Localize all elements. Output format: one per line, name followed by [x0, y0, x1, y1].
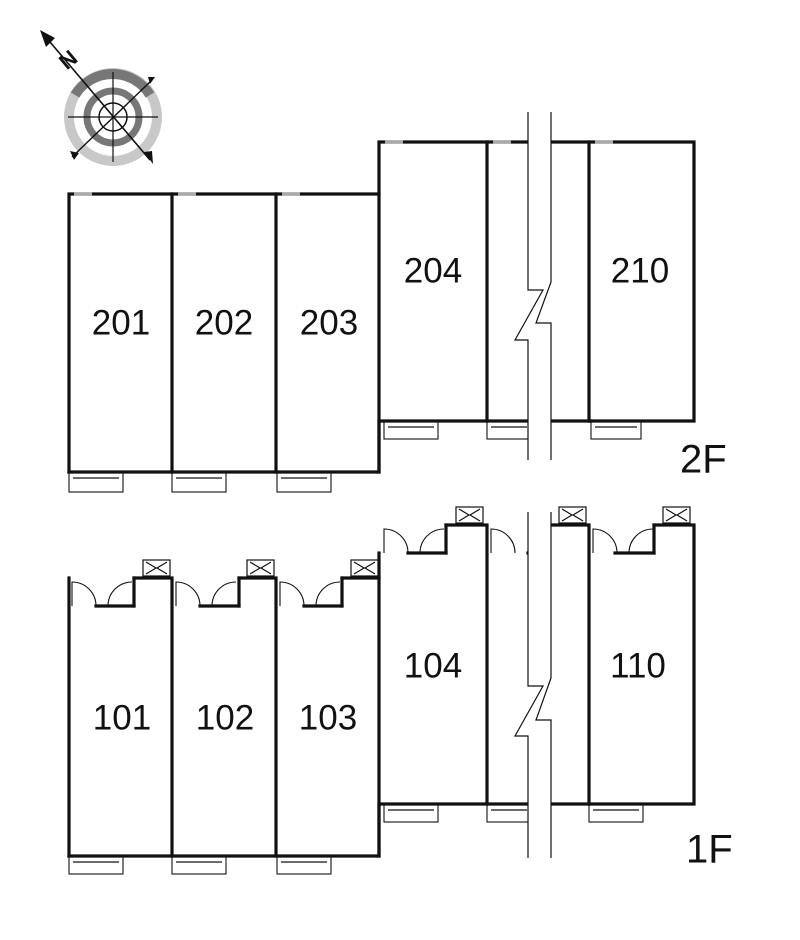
room-202: 202 [195, 303, 253, 342]
room-201: 201 [92, 303, 150, 342]
room-204: 204 [404, 251, 462, 290]
break-symbol-2f [512, 112, 552, 460]
compass-north-label: N [54, 45, 82, 74]
room-203: 203 [300, 303, 358, 342]
room-102: 102 [196, 698, 254, 737]
break-symbol-1f [512, 512, 552, 858]
balcony-row-2f [68, 420, 642, 493]
entrance-markers-1f [142, 506, 691, 577]
floor-2f: 201 202 203 204 210 2F [67, 112, 727, 493]
door-swings-1f [71, 528, 654, 607]
floor-label-1f: 1F [686, 828, 733, 872]
floor-label-2f: 2F [680, 438, 727, 482]
room-103: 103 [299, 698, 357, 737]
north-compass-icon: N [40, 30, 162, 166]
room-104: 104 [404, 646, 462, 685]
floor-1f: 101 102 103 104 110 1F [67, 506, 733, 875]
room-210: 210 [611, 251, 669, 290]
room-110: 110 [610, 646, 666, 685]
room-101: 101 [93, 698, 151, 737]
balcony-row-1f [68, 803, 644, 875]
